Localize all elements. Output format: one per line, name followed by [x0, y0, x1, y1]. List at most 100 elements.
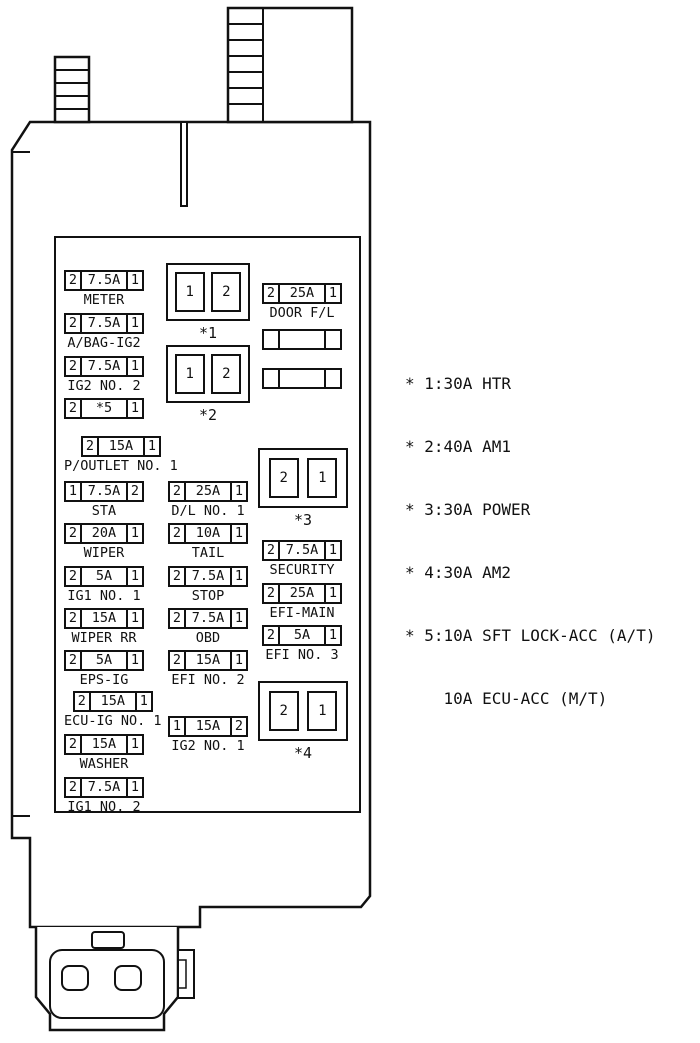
- fuse-body: 2 *5 1: [64, 398, 144, 419]
- fuse-amp-rating: 25A: [184, 483, 232, 500]
- fuse-amp-rating: 7.5A: [80, 483, 128, 500]
- fuse-body: 2 25A 1: [168, 481, 248, 502]
- fuse-label: EFI NO. 2: [171, 672, 245, 688]
- fuse-pin-right: 1: [130, 568, 140, 584]
- fuse-amp-rating: 25A: [278, 285, 326, 302]
- fuse-body: [262, 329, 342, 350]
- relay-star2: 1 2 *2: [166, 345, 250, 423]
- fuse-body: 2 10A 1: [168, 523, 248, 544]
- fuse-amp-rating: 5A: [278, 627, 326, 644]
- fuse-body: 2 7.5A 1: [64, 270, 144, 291]
- fuse-slot-empty-1: [262, 329, 342, 350]
- fuse-pin-right: 1: [130, 779, 140, 795]
- fuse-pin-right: 1: [328, 627, 338, 643]
- fuse-pin-left: 2: [68, 272, 78, 288]
- relay-star4: 2 1 *4: [258, 681, 348, 761]
- fuse-ig1-no1: 2 5A 1 IG1 NO. 1: [64, 566, 144, 604]
- fuse-pin-left: 2: [68, 568, 78, 584]
- fuse-amp-rating: 25A: [278, 585, 326, 602]
- fuse-pin-left: 2: [77, 693, 86, 709]
- fuse-amp-rating: 7.5A: [184, 610, 232, 627]
- fuse-label: ECU-IG NO. 1: [64, 713, 162, 729]
- fuse-amp-rating: 7.5A: [278, 542, 326, 559]
- fuse-pin-right: 1: [130, 272, 140, 288]
- relay-pin-left: 1: [174, 354, 205, 394]
- relay-body: 1 2: [166, 263, 250, 321]
- fuse-body: 2 15A 1: [64, 608, 144, 629]
- fuse-pin-right: 1: [130, 358, 140, 374]
- fuse-pin-right: 1: [328, 585, 338, 601]
- fuse-amp-rating: 15A: [184, 652, 232, 669]
- fuse-amp-rating: 15A: [88, 693, 137, 710]
- fuse-pin-right: 1: [130, 315, 140, 331]
- relay-label: *2: [198, 406, 218, 424]
- fuse-pin-right: 1: [234, 483, 244, 499]
- fuse-amp-rating: 15A: [96, 438, 145, 455]
- fuse-pin-right: 1: [130, 525, 140, 541]
- fuse-label: STA: [91, 503, 117, 519]
- fuse-label: D/L NO. 1: [171, 503, 245, 519]
- fuse-label: EPS-IG: [79, 672, 129, 688]
- fuse-wiper-rr: 2 15A 1 WIPER RR: [64, 608, 144, 646]
- fuse-pin-left: 1: [68, 483, 78, 499]
- fuse-body: 2 7.5A 1: [168, 608, 248, 629]
- fuse-body: 2 7.5A 1: [168, 566, 248, 587]
- connector-pin: [180, 121, 188, 207]
- fuse-washer: 2 15A 1 WASHER: [64, 734, 144, 772]
- fuse-pin-left: 2: [68, 652, 78, 668]
- fuse-pin-left: 2: [266, 585, 276, 601]
- fuse-body: 2 25A 1: [262, 583, 342, 604]
- relay-pin-left: 1: [174, 272, 205, 312]
- fuse-pin-left: 2: [172, 483, 182, 499]
- fuse-pin-left: 2: [172, 610, 182, 626]
- fuse-body: 2 7.5A 1: [64, 313, 144, 334]
- fuse-body: 2 25A 1: [262, 283, 342, 304]
- fuse-pin-left: 2: [172, 525, 182, 541]
- fuse-amp-rating: 7.5A: [80, 779, 128, 796]
- fuse-body: 2 5A 1: [64, 566, 144, 587]
- fuse-label: IG1 NO. 2: [67, 799, 141, 815]
- fuse-body: 2 7.5A 1: [64, 356, 144, 377]
- fuse-body: 1 7.5A 2: [64, 481, 144, 502]
- fuse-pin-left: 2: [172, 568, 182, 584]
- fuse-body: 2 15A 1: [72, 691, 153, 712]
- fuse-pin-left: 2: [68, 610, 78, 626]
- fuse-pin-right: 2: [234, 718, 244, 734]
- fuse-body: 2 5A 1: [64, 650, 144, 671]
- relay-label: *4: [293, 744, 313, 762]
- fuse-amp-rating: *5: [80, 400, 128, 417]
- fuse-label: OBD: [195, 630, 221, 646]
- fuse-pin-right: 1: [328, 542, 338, 558]
- fuse-amp-rating: 20A: [80, 525, 128, 542]
- fuse-pin-left: [264, 331, 278, 348]
- relay-label: *1: [198, 324, 218, 342]
- fuse-pin-left: 2: [266, 627, 276, 643]
- fuse-label: TAIL: [191, 545, 225, 561]
- fuse-label: STOP: [191, 588, 225, 604]
- fuse-label: DOOR F/L: [269, 305, 335, 321]
- fuse-pin-right: 1: [147, 438, 156, 454]
- fuse-amp-rating: [278, 331, 326, 348]
- fuse-body: 2 15A 1: [64, 734, 144, 755]
- legend-line-1: * 1:30A HTR: [405, 374, 511, 393]
- fuse-body: 2 20A 1: [64, 523, 144, 544]
- fuse-obd: 2 7.5A 1 OBD: [168, 608, 248, 646]
- relay-pin-right: 1: [307, 458, 338, 498]
- fuse-efi-no3: 2 5A 1 EFI NO. 3: [262, 625, 342, 663]
- bottom-connector: [34, 927, 195, 1032]
- fuse-pin-right: 2: [130, 483, 140, 499]
- fuse-label: IG1 NO. 1: [67, 588, 141, 604]
- fuse-label: A/BAG-IG2: [67, 335, 141, 351]
- fuse-amp-rating: 7.5A: [80, 358, 128, 375]
- fuse-pin-left: [264, 370, 278, 387]
- fuse-label: IG2 NO. 2: [67, 378, 141, 394]
- fuse-efi-main: 2 25A 1 EFI-MAIN: [262, 583, 342, 621]
- fuse-tail: 2 10A 1 TAIL: [168, 523, 248, 561]
- fuse-pin-left: 2: [85, 438, 94, 454]
- legend-line-3: * 3:30A POWER: [405, 500, 531, 519]
- fuse-pin-right: 1: [139, 693, 148, 709]
- fuse-pin-right: 1: [234, 525, 244, 541]
- fuse-pin-right: 1: [328, 285, 338, 301]
- fuse-pin-left: 2: [68, 358, 78, 374]
